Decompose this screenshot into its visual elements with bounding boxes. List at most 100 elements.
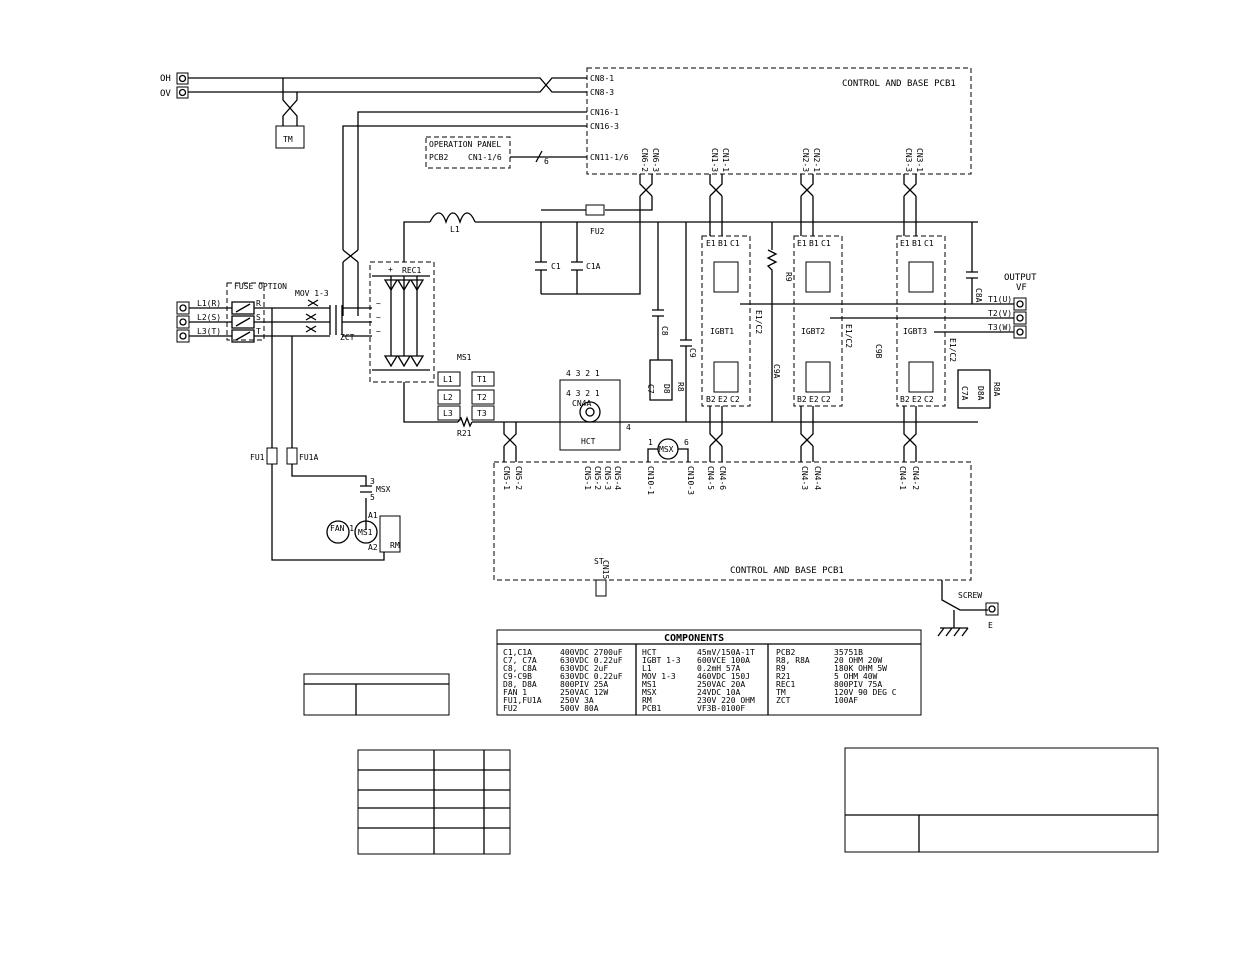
connector-cn8-1: CN8-1 bbox=[590, 74, 614, 83]
component-name: IGBT 1-3 bbox=[642, 656, 681, 665]
svg-text:E1: E1 bbox=[797, 239, 807, 248]
svg-text:CN10-1: CN10-1 bbox=[646, 466, 655, 495]
svg-text:CN5-1: CN5-1 bbox=[583, 466, 592, 490]
terminal-l1 bbox=[176, 301, 190, 315]
component-name: L1 bbox=[642, 664, 652, 673]
component-name: HCT bbox=[642, 648, 657, 657]
capacitor-c7a-label: C7A bbox=[960, 386, 969, 401]
capacitor-c8-label: C8 bbox=[660, 326, 669, 336]
terminal-t1-label: T1(U) bbox=[988, 295, 1012, 304]
svg-text:CN4-1: CN4-1 bbox=[898, 466, 907, 490]
operation-panel-outline bbox=[425, 136, 511, 169]
component-rating: 600VCE 100A bbox=[697, 656, 750, 665]
connector-cn11: CN11-1/6 bbox=[590, 153, 629, 162]
component-rating: 0.2mH 57A bbox=[697, 664, 741, 673]
svg-text:L2: L2 bbox=[443, 393, 453, 402]
resistor-r8-label: R8 bbox=[676, 382, 685, 392]
svg-text:CN4-5: CN4-5 bbox=[706, 466, 715, 490]
svg-text:B2: B2 bbox=[900, 395, 910, 404]
fuse-fu2-label: FU2 bbox=[590, 227, 605, 236]
component-name: R9 bbox=[776, 664, 786, 673]
control-pcb-bottom-outline bbox=[493, 461, 972, 581]
component-rating: 20 OHM 20W bbox=[834, 656, 882, 665]
igbt1-label: IGBT1 bbox=[710, 327, 734, 336]
terminal-t3 bbox=[1013, 325, 1027, 339]
fuse-t: T bbox=[256, 327, 261, 336]
svg-text:+: + bbox=[388, 265, 393, 274]
component-rating: 120V 90 DEG C bbox=[834, 688, 897, 697]
diode-d8a-label: D8A bbox=[976, 386, 985, 401]
component-rating: VF3B-0100F bbox=[697, 704, 745, 713]
component-rating: 250VAC 12W bbox=[560, 688, 608, 697]
ms1-coil-a1: A1 bbox=[368, 511, 378, 520]
svg-text:CN6-2: CN6-2 bbox=[640, 148, 649, 172]
zct-label: ZCT bbox=[340, 333, 355, 342]
svg-text:~: ~ bbox=[376, 313, 381, 322]
svg-text:CN5-2: CN5-2 bbox=[593, 466, 602, 490]
component-rating: 460VDC 150J bbox=[697, 672, 750, 681]
svg-text:CN4-6: CN4-6 bbox=[718, 466, 727, 490]
hct-pins: 4 3 2 1 bbox=[566, 369, 600, 378]
fan1-label: FAN 1 bbox=[330, 524, 354, 533]
control-pcb-top-title: CONTROL AND BASE PCB1 bbox=[842, 79, 956, 89]
svg-text:E1: E1 bbox=[706, 239, 716, 248]
terminal-oh-label: OH bbox=[160, 74, 171, 84]
terminal-l1-label: L1(R) bbox=[197, 299, 221, 308]
svg-text:E2: E2 bbox=[912, 395, 922, 404]
capacitor-c7-label: C7 bbox=[646, 384, 655, 394]
capacitor-c9b-label: C9B bbox=[874, 344, 883, 359]
resistor-r8a-label: R8A bbox=[992, 382, 1001, 397]
component-rating: 35751B bbox=[834, 648, 863, 657]
screw-label: SCREW bbox=[958, 591, 982, 600]
svg-text:L1: L1 bbox=[443, 375, 453, 384]
fuse-option-label: FUSE OPTION bbox=[234, 282, 287, 291]
terminal-e bbox=[985, 602, 999, 616]
capacitor-c8a-label: C8A bbox=[974, 288, 983, 303]
svg-text:CN5-1: CN5-1 bbox=[502, 466, 511, 490]
terminal-t2 bbox=[1013, 311, 1027, 325]
svg-text:B2: B2 bbox=[706, 395, 716, 404]
svg-text:C2: C2 bbox=[821, 395, 831, 404]
svg-text:CN4-2: CN4-2 bbox=[911, 466, 920, 490]
control-pcb-bottom-title: CONTROL AND BASE PCB1 bbox=[730, 566, 844, 576]
rec1-outline bbox=[369, 261, 435, 383]
svg-text:ST: ST bbox=[594, 557, 604, 566]
svg-text:CN1-3: CN1-3 bbox=[710, 148, 719, 172]
svg-text:CN5-4: CN5-4 bbox=[613, 466, 622, 490]
fuse-fu1a bbox=[286, 447, 298, 465]
ms1-coil-a2: A2 bbox=[368, 543, 378, 552]
operation-panel-title: OPERATION PANEL bbox=[429, 140, 501, 149]
capacitor-c1a-label: C1A bbox=[586, 262, 601, 271]
component-name: RM bbox=[642, 696, 652, 705]
svg-text:CN4-4: CN4-4 bbox=[813, 466, 822, 490]
igbt3-label: IGBT3 bbox=[903, 327, 927, 336]
svg-text:~: ~ bbox=[376, 299, 381, 308]
msx-contact-label: MSX bbox=[376, 485, 391, 494]
hct-label: HCT bbox=[581, 437, 596, 446]
output-sub: VF bbox=[1016, 283, 1027, 293]
component-name: C7, C7A bbox=[503, 656, 537, 665]
component-name: ZCT bbox=[776, 696, 791, 705]
msx-contact-3: 3 bbox=[370, 477, 375, 486]
output-title: OUTPUT bbox=[1004, 273, 1037, 283]
svg-text:L3: L3 bbox=[443, 409, 453, 418]
svg-text:B2: B2 bbox=[797, 395, 807, 404]
svg-text:T1: T1 bbox=[477, 375, 487, 384]
igbt3-e1c2: E1/C2 bbox=[948, 338, 957, 362]
fuse-r: R bbox=[256, 299, 261, 308]
operation-panel-cn: CN1-1/6 bbox=[468, 153, 502, 162]
fuse-fu1a-label: FU1A bbox=[299, 453, 318, 462]
hct-cn4a-label: CN4A bbox=[572, 399, 591, 408]
terminal-oh bbox=[176, 72, 189, 85]
resistor-r21-label: R21 bbox=[457, 429, 472, 438]
component-name: MOV 1-3 bbox=[642, 672, 676, 681]
terminal-ov-label: OV bbox=[160, 89, 171, 99]
component-rating: 800PIV 25A bbox=[560, 680, 608, 689]
fan1-motor bbox=[326, 520, 350, 544]
fuse-option-outline bbox=[226, 282, 265, 341]
